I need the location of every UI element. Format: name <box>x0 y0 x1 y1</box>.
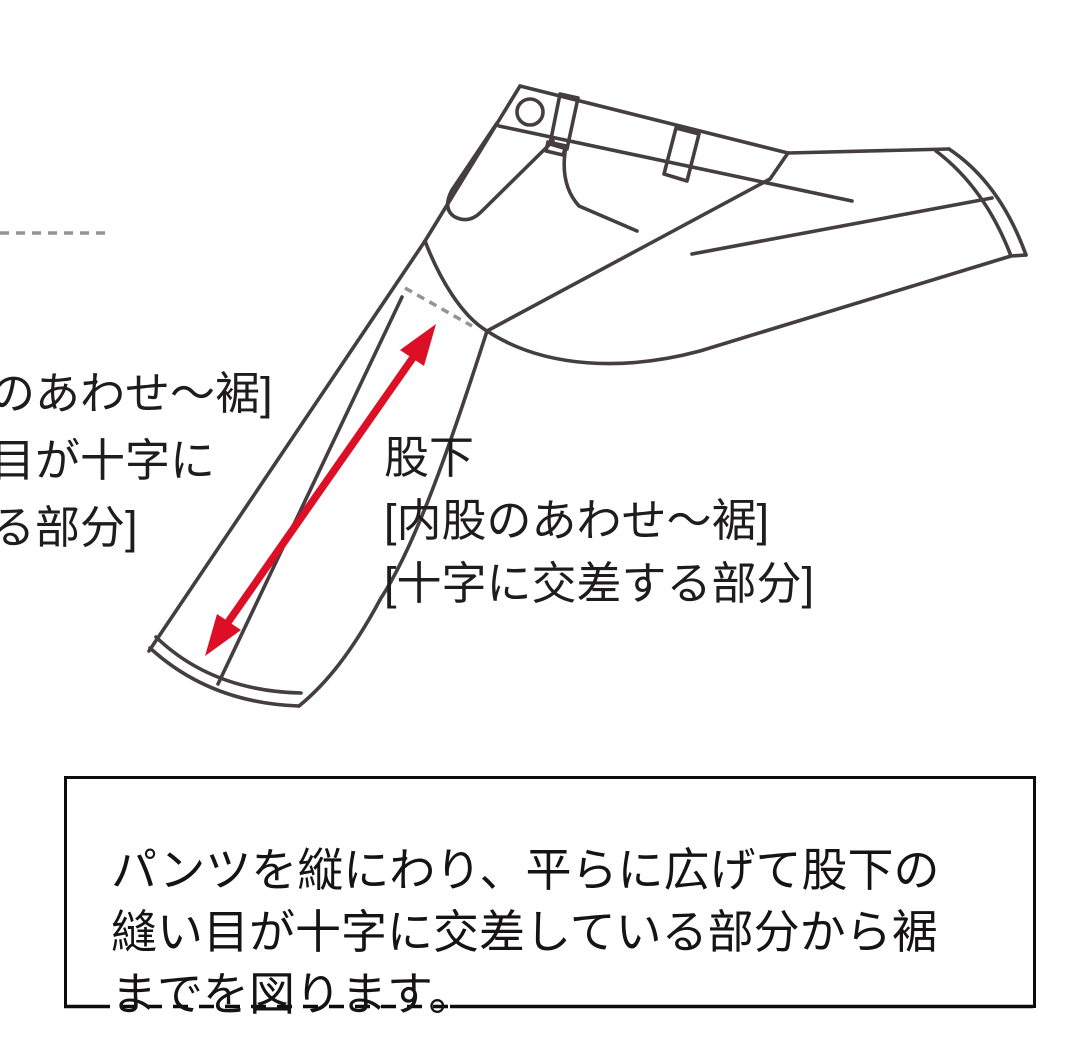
pants-line-art <box>147 84 1028 708</box>
left-hem-outer <box>148 646 301 708</box>
right-hem-inner <box>934 149 1013 258</box>
belt-loop-2 <box>662 126 701 183</box>
inseam-arrowhead-top <box>400 324 436 366</box>
waistband-top-edge <box>518 84 790 155</box>
pocket-curve <box>562 144 639 233</box>
left-partial-label: のあわせ〜裾] 目が十字に る部分] <box>0 360 273 561</box>
left-leg-crease <box>216 295 404 686</box>
left-partial-label-line2: 目が十字に <box>0 435 216 486</box>
waist-left-edge <box>423 84 522 243</box>
instruction-line1: パンツを縦にわり、平らに広げて股下の <box>111 844 940 896</box>
instruction-note-text: パンツを縦にわり、平らに広げて股下の 縫い目が十字に交差している部分から裾 まで… <box>111 839 939 1025</box>
inseam-label: 股下 [内股のあわせ〜裾] [十字に交差する部分] <box>384 426 814 615</box>
crotch-to-fly-seam <box>485 177 772 333</box>
right-hem-outer <box>947 147 1028 257</box>
fly-placket <box>445 121 555 222</box>
inseam-arrow <box>205 324 436 656</box>
left-partial-label-line3: る部分] <box>0 502 138 553</box>
inseam-arrowhead-bottom <box>205 614 241 656</box>
fly-right-edge <box>768 151 790 181</box>
instruction-note-box: パンツを縦にわり、平らに広げて股下の 縫い目が十字に交差している部分から裾 まで… <box>64 776 1036 1020</box>
waistband-bottom-edge <box>497 124 854 203</box>
left-hem-inner <box>154 635 303 695</box>
front-rise-curve <box>423 239 489 333</box>
right-leg-top-edge <box>786 147 951 155</box>
left-leg-left-edge <box>147 239 427 653</box>
button <box>515 97 545 127</box>
left-partial-label-line1: のあわせ〜裾] <box>0 368 273 419</box>
instruction-line2: 縫い目が十字に交差している部分から裾 <box>111 906 938 958</box>
left-leg-right-edge <box>297 329 489 708</box>
instruction-line3: までを図ります。 <box>111 968 475 1020</box>
inseam-arrow-shaft <box>220 346 423 631</box>
inseam-label-line2: [内股のあわせ〜裾] <box>384 495 770 546</box>
right-leg-bottom-edge <box>485 253 1028 366</box>
inseam-label-line3: [十字に交差する部分] <box>384 558 815 609</box>
right-leg-crease <box>690 196 994 256</box>
inseam-label-title: 股下 <box>384 432 475 483</box>
